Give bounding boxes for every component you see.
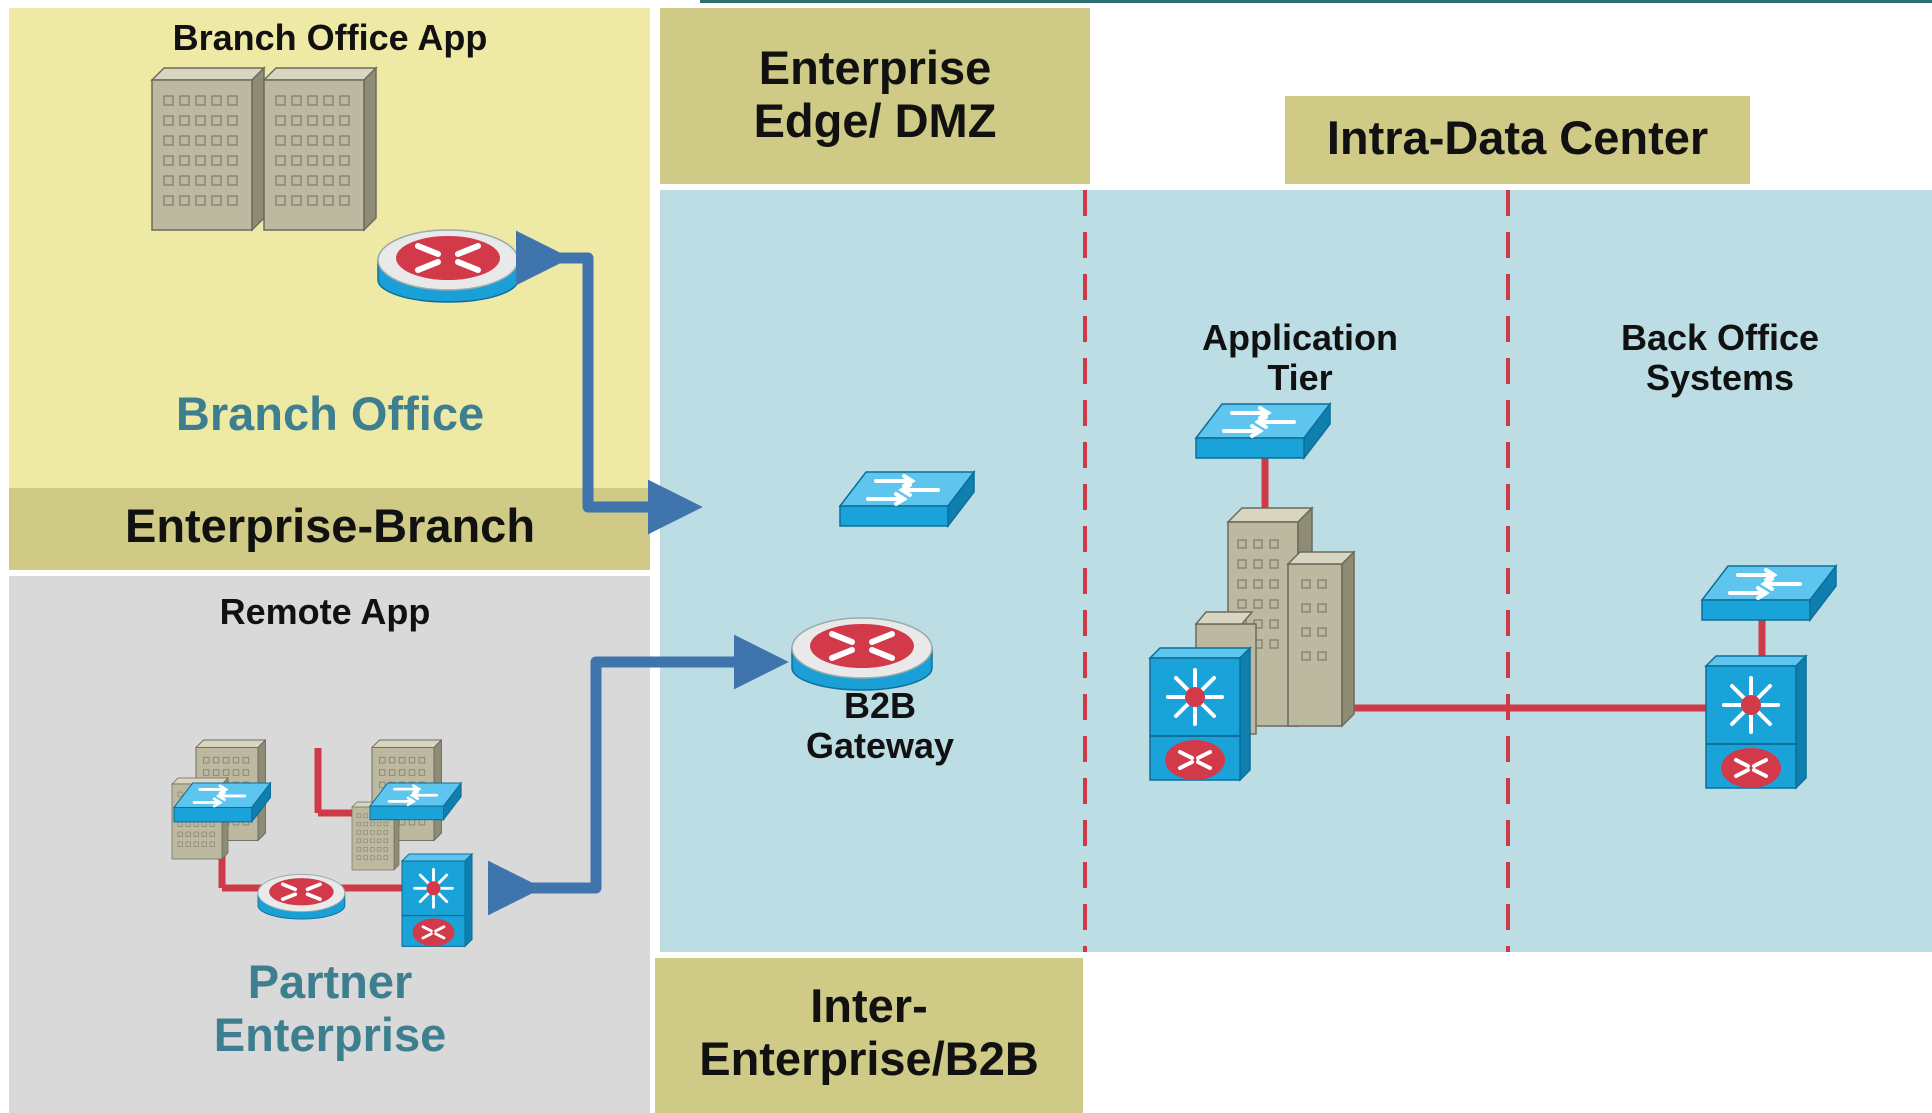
partner-link-arrow [487, 634, 789, 916]
branch-office-app-label: Branch Office App [172, 17, 488, 58]
switch-icon [838, 470, 976, 528]
router-icon [256, 872, 347, 921]
intra-data-center-title: Intra-Data Center [1326, 111, 1709, 164]
remote-app-label: Remote App [219, 591, 431, 632]
b2b-line2: Gateway [805, 725, 955, 767]
switch-icon [1194, 402, 1332, 460]
multilayer-switch-icon [400, 852, 474, 948]
top-rule [700, 0, 1932, 3]
router-icon [792, 618, 932, 690]
enterprise-edge-title: Enterprise Edge/ DMZ [660, 41, 1090, 147]
branch-office-title: Branch Office [175, 387, 485, 440]
multilayer-switch-icon [1148, 646, 1252, 782]
edge-title-line1: Enterprise [758, 41, 992, 94]
inter-title-line1: Inter- [810, 979, 928, 1032]
inter-enterprise-band [655, 958, 1083, 1113]
b2b-line1: B2B [843, 685, 917, 726]
switch-icon [1700, 564, 1838, 622]
building-icon [263, 67, 377, 231]
partner-enterprise-title: Partner Enterprise [130, 955, 530, 1061]
partner-title-line1: Partner [247, 955, 413, 1008]
back-office-systems-label: Back Office Systems [1560, 317, 1880, 399]
application-tier-label: Application Tier [1150, 317, 1450, 399]
multilayer-switch-icon [1704, 654, 1808, 790]
enterprise-branch-title: Enterprise-Branch [124, 499, 536, 552]
switch-icon [368, 781, 463, 822]
inter-title-line2: Enterprise/B2B [699, 1031, 1039, 1085]
intra-data-center-band [1285, 96, 1750, 184]
back-office-line1: Back Office [1620, 317, 1820, 358]
b2b-gateway-label: B2B Gateway [740, 685, 1020, 767]
edge-title-line2: Edge/ DMZ [753, 93, 997, 147]
inter-enterprise-title: Inter- Enterprise/B2B [655, 979, 1083, 1085]
branch-link-arrow [515, 230, 703, 535]
partner-title-line2: Enterprise [213, 1007, 447, 1061]
app-tier-line2: Tier [1267, 357, 1333, 399]
enterprise-edge-band [660, 8, 1090, 184]
back-office-line2: Systems [1645, 357, 1795, 399]
switch-icon [172, 781, 272, 824]
router-icon [378, 230, 518, 302]
app-tier-line1: Application [1202, 317, 1398, 358]
building-icon [151, 67, 265, 231]
